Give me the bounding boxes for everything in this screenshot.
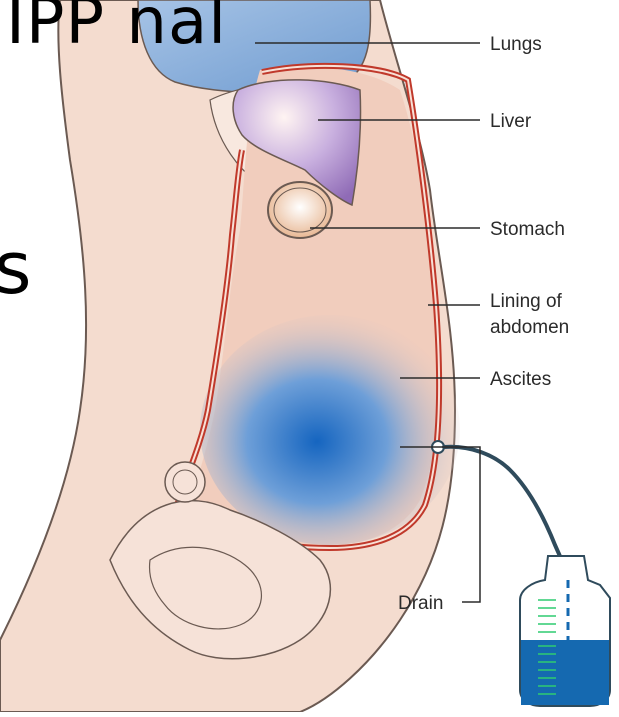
- slide-title-fragment: IPP nal: [6, 0, 227, 54]
- label-lungs: Lungs: [490, 34, 542, 55]
- label-drain: Drain: [398, 593, 443, 614]
- label-ascites: Ascites: [490, 369, 551, 390]
- stomach-shape: [268, 182, 332, 238]
- collection-bag: [520, 556, 610, 706]
- slide-text-fragment: s: [0, 232, 32, 304]
- bowel-loop: [165, 462, 205, 502]
- label-lining-line1: Lining of: [490, 291, 563, 312]
- label-liver: Liver: [490, 111, 532, 132]
- label-stomach: Stomach: [490, 219, 565, 240]
- bag-fluid: [521, 640, 609, 705]
- label-lining-line2: abdomen: [490, 317, 569, 338]
